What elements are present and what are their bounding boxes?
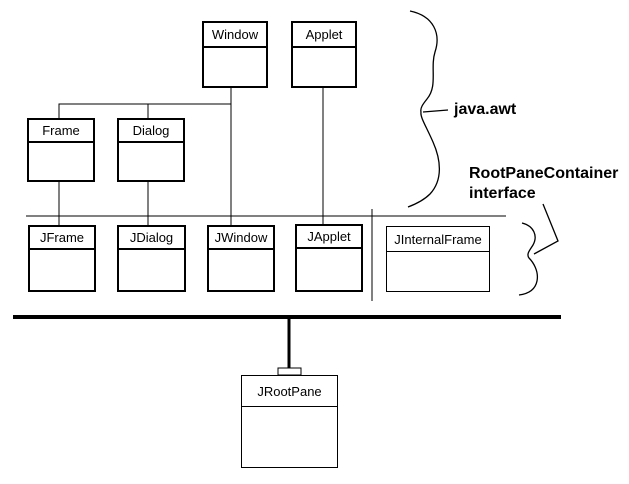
class-title-compartment: Window [204,23,266,48]
class-name-label: JDialog [129,230,174,245]
class-name-label: JApplet [307,229,351,244]
class-body-compartment [387,252,489,291]
rootpane-interface-brace-icon [518,222,539,296]
rootpane-interface-pointer-line [533,203,559,255]
class-title-compartment: JFrame [30,227,94,250]
class-body-compartment [29,143,93,180]
class-name-label: Applet [305,27,343,42]
class-box-window: Window [202,21,268,88]
class-box-jframe: JFrame [28,225,96,292]
class-title-compartment: JInternalFrame [387,227,489,252]
class-body-compartment [293,48,355,86]
rootpane-container-label-line2: interface [469,185,536,202]
class-body-compartment [119,250,184,290]
class-body-compartment [119,143,183,180]
class-title-compartment: Frame [29,120,93,143]
class-title-compartment: Dialog [119,120,183,143]
class-box-jinternalframe: JInternalFrame [386,226,490,292]
class-body-compartment [242,407,337,467]
java-awt-brace-icon [407,10,441,208]
class-title-compartment: JRootPane [242,376,337,407]
class-box-japplet: JApplet [295,224,363,292]
class-box-dialog: Dialog [117,118,185,182]
class-body-compartment [204,48,266,86]
class-name-label: Dialog [132,123,170,138]
class-body-compartment [297,249,361,290]
rootpane-container-label: RootPaneContainer interface [469,164,618,204]
java-awt-label-tick [422,109,449,113]
class-title-compartment: Applet [293,23,355,48]
class-name-label: JRootPane [257,383,322,399]
java-awt-label: java.awt [454,101,517,118]
jrootpane-connector-tab [277,367,302,376]
class-title-compartment: JDialog [119,227,184,250]
class-title-compartment: JWindow [209,227,273,250]
class-box-applet: Applet [291,21,357,88]
class-box-jwindow: JWindow [207,225,275,292]
class-box-jdialog: JDialog [117,225,186,292]
class-box-jrootpane: JRootPane [241,375,338,468]
class-name-label: Frame [42,123,80,138]
class-name-label: JWindow [214,230,268,245]
class-name-label: JInternalFrame [394,231,482,247]
class-body-compartment [30,250,94,290]
class-box-frame: Frame [27,118,95,182]
class-body-compartment [209,250,273,290]
class-title-compartment: JApplet [297,226,361,249]
class-name-label: JFrame [39,230,85,245]
class-name-label: Window [211,27,259,42]
line-branch-window-to-frame [58,103,231,118]
rootpane-container-label-line1: RootPaneContainer [469,165,619,182]
